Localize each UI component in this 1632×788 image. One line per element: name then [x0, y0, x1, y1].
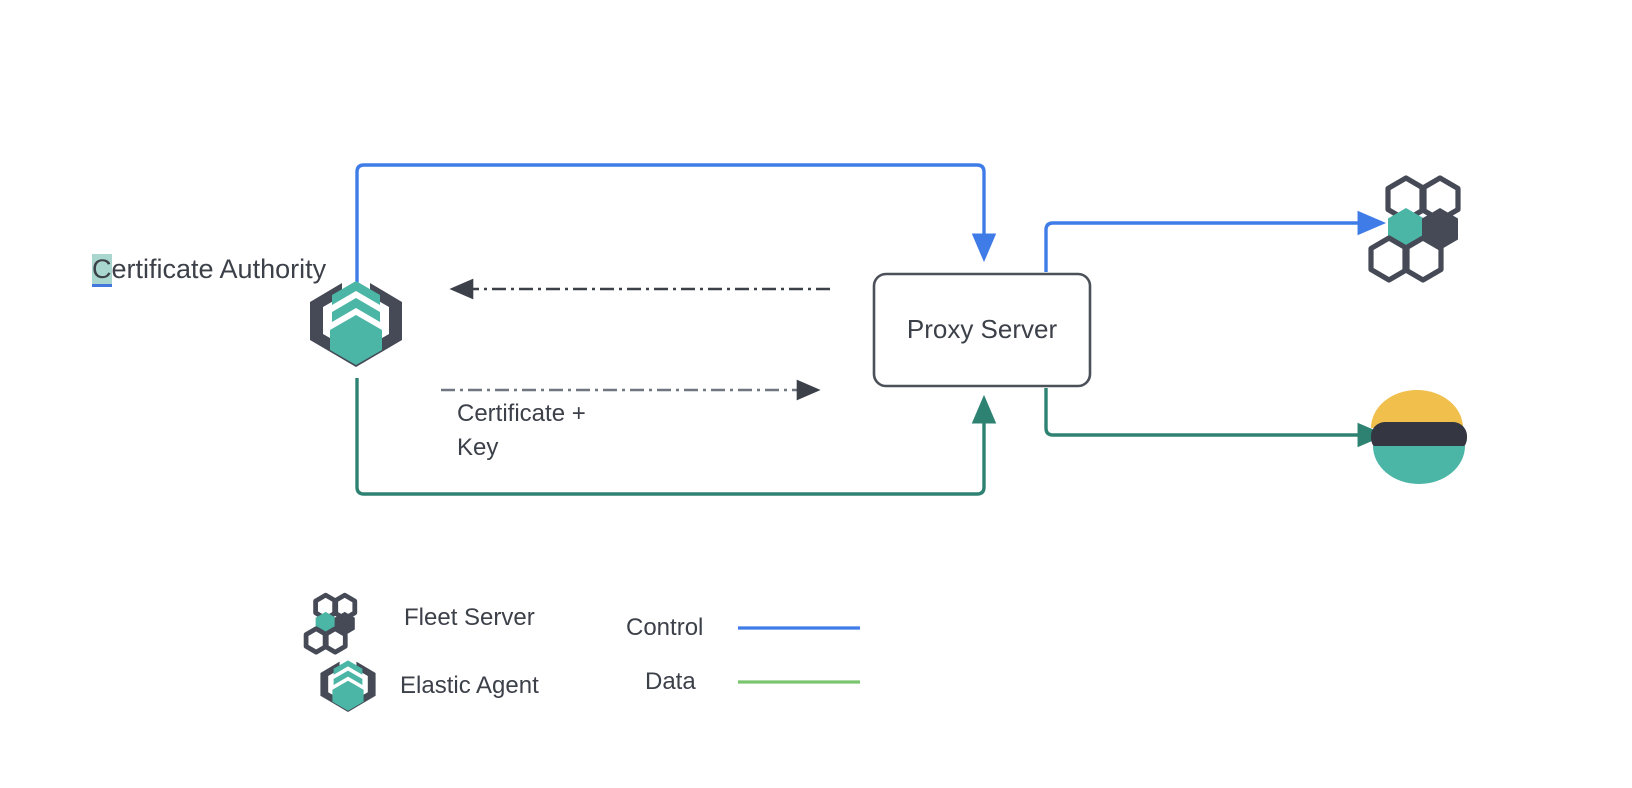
legend-item-label-fleet-server: Fleet Server [404, 604, 535, 631]
legend-elastic-agent-icon [320, 660, 376, 712]
elasticsearch-icon [1371, 390, 1467, 484]
fleet-server-icon [1368, 175, 1461, 283]
proxy-server-label: Proxy Server [906, 314, 1058, 345]
legend-line-label-control: Control [626, 614, 704, 641]
proxy-server-box[interactable] [872, 272, 1092, 388]
legend-line-label-data: Data [645, 668, 696, 695]
certificate-authority-label-rest: ertificate Authority [111, 254, 327, 284]
legend-fleet-server-icon [303, 592, 358, 655]
edge-proxy-to-elasticsearch-data [1044, 388, 1387, 448]
certificate-authority-label-highlight: C [92, 254, 112, 284]
edge-agent-to-proxy-control [355, 163, 997, 286]
certificate-authority-label: Certificate Authority [92, 252, 326, 287]
edge-proxy-to-fleet-control [1044, 210, 1387, 272]
certificate-key-edge-label: Certificate + Key [457, 400, 586, 462]
elastic-agent-icon [310, 281, 402, 367]
edge-agent-to-proxy-data [355, 378, 997, 496]
legend-item-label-elastic-agent: Elastic Agent [400, 672, 539, 699]
